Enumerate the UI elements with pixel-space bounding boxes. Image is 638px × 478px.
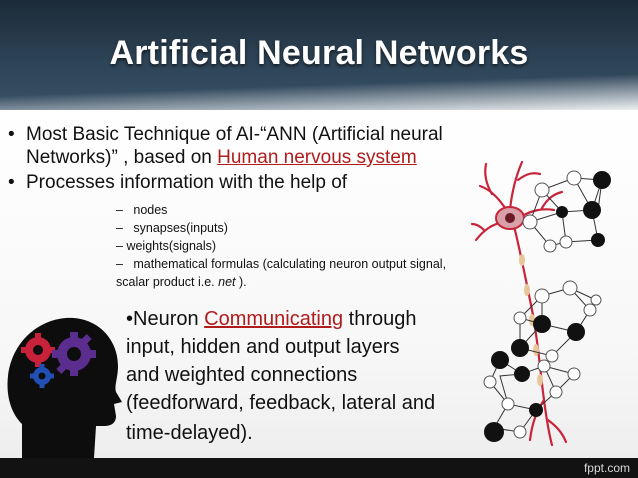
net-term: net bbox=[218, 275, 236, 289]
sub-item-text: scalar product i.e. bbox=[116, 275, 219, 289]
dash-marker: – bbox=[116, 257, 123, 271]
bullet-marker: • bbox=[8, 172, 15, 193]
sub-item-text: synapses(inputs) bbox=[133, 221, 228, 235]
paragraph-line: time-delayed). bbox=[126, 422, 253, 444]
bullet-item-ann-line2: Networks)” , based on Human nervous syst… bbox=[26, 147, 417, 169]
head-gears-icon bbox=[7, 317, 122, 458]
sub-item-text: nodes bbox=[133, 203, 168, 217]
communicating-link[interactable]: Communicating bbox=[204, 308, 344, 330]
sub-item-formulas: – mathematical formulas (calculating neu… bbox=[116, 256, 446, 272]
bullet-marker: • bbox=[8, 124, 15, 145]
sub-item-formulas-cont: scalar product i.e. net ). bbox=[116, 274, 247, 290]
sub-item-nodes: – nodes bbox=[116, 202, 167, 218]
title-bar bbox=[0, 0, 638, 110]
neuron-communicating-line1: •Neuron Communicating through bbox=[126, 306, 417, 333]
dash-marker: – bbox=[116, 203, 123, 217]
paragraph-text: •Neuron bbox=[126, 308, 205, 330]
bullet-item-ann: • Most Basic Technique of AI-“ANN (Artifi… bbox=[8, 124, 443, 146]
sub-item-text-end: ). bbox=[235, 275, 247, 289]
bullet-text: Processes information with the help of bbox=[26, 172, 348, 193]
slide-title: Artificial Neural Networks bbox=[109, 34, 529, 72]
bullet-item-processes: • Processes information with the help of bbox=[8, 172, 347, 194]
neuron-icon bbox=[470, 160, 568, 447]
paragraph-line: and weighted connections bbox=[126, 364, 358, 386]
brand-watermark[interactable]: fppt.com bbox=[583, 461, 630, 475]
footer-bar: fppt.com bbox=[0, 458, 638, 478]
paragraph-line: (feedforward, feedback, lateral and bbox=[126, 392, 436, 414]
network-graph-icon bbox=[483, 170, 611, 442]
paragraph-line: input, hidden and output layers bbox=[126, 336, 400, 358]
human-nervous-system-link[interactable]: Human nervous system bbox=[217, 147, 417, 168]
sub-item-text: weights(signals) bbox=[126, 239, 217, 253]
sub-item-weights: – weights(signals) bbox=[116, 238, 216, 254]
paragraph-text-end: through bbox=[343, 308, 417, 330]
dash-marker: – bbox=[116, 239, 123, 253]
bullet-text-line2: Networks)” , based on bbox=[26, 147, 218, 168]
bullet-text-line1: Most Basic Technique of AI-“ANN (Artific… bbox=[26, 124, 443, 145]
sub-item-text: mathematical formulas (calculating neuro… bbox=[133, 257, 447, 271]
dash-marker: – bbox=[116, 221, 123, 235]
sub-item-synapses: – synapses(inputs) bbox=[116, 220, 228, 236]
